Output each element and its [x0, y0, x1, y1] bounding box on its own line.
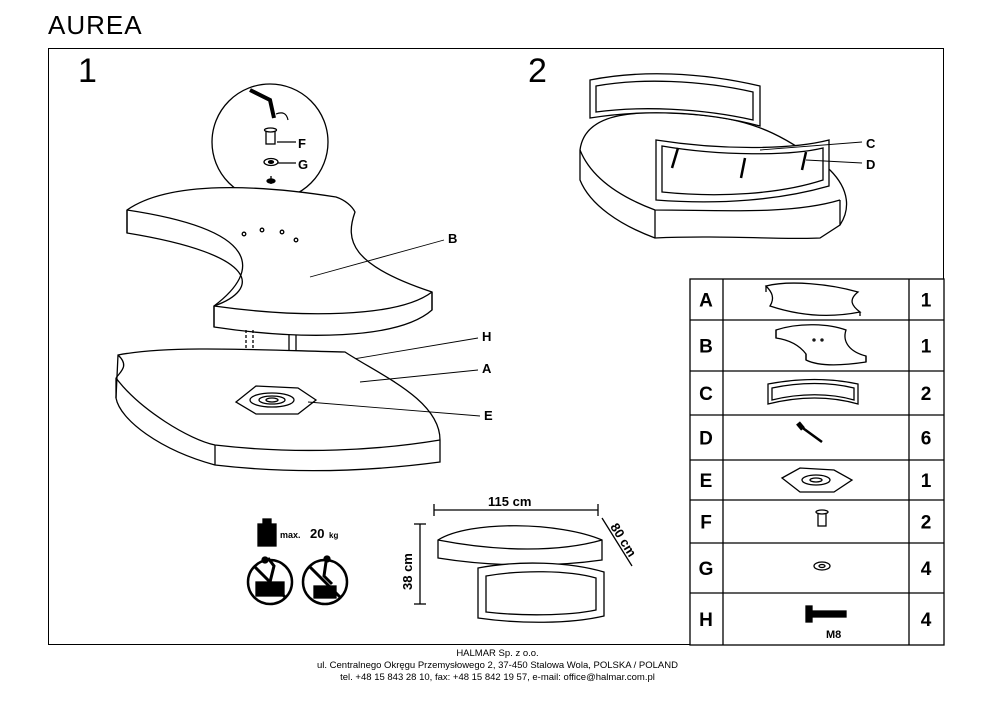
swivel-plate	[234, 385, 318, 415]
part-qty-D: 6	[921, 429, 932, 450]
load-value: 20	[310, 526, 324, 541]
swivel-plate-icon	[780, 467, 854, 493]
callout-A: A	[482, 361, 492, 376]
part-qty-C: 2	[921, 384, 932, 405]
top-panel-icon	[764, 282, 862, 317]
step-2-number: 2	[528, 52, 547, 90]
part-letter-D: D	[699, 429, 713, 450]
callout-E: E	[484, 408, 493, 423]
load-max-label: max.	[280, 530, 301, 540]
dimension-height: 38 cm	[400, 553, 415, 590]
part-qty-B: 1	[921, 337, 932, 358]
footer: HALMAR Sp. z o.o. ul. Centralnego Okręgu…	[0, 648, 995, 684]
bolt-size-label: M8	[826, 629, 841, 641]
part-letter-C: C	[699, 384, 713, 405]
bolt-icon	[805, 605, 847, 623]
callout-F: F	[298, 136, 306, 151]
washer-icon	[263, 157, 279, 167]
allen-key-icon	[249, 88, 276, 119]
part-letter-F: F	[700, 513, 712, 534]
screw-icon	[796, 421, 823, 444]
screw-icon	[266, 176, 276, 184]
panel-b	[126, 186, 433, 336]
no-sitting-icon	[301, 555, 349, 606]
sleeve-nut-icon	[263, 127, 278, 145]
step-2-assembly	[579, 73, 848, 240]
callout-B: B	[448, 231, 457, 246]
dimension-depth: 80 cm	[607, 520, 639, 559]
callout-C: C	[866, 136, 876, 151]
rotate-arrow-icon	[275, 112, 289, 121]
hardware-detail-circle	[211, 83, 329, 201]
part-letter-H: H	[699, 610, 713, 631]
callout-H: H	[482, 329, 491, 344]
footer-company: HALMAR Sp. z o.o.	[456, 648, 539, 659]
part-qty-H: 4	[921, 610, 932, 631]
weight-icon	[257, 518, 277, 547]
step-1-number: 1	[78, 52, 97, 90]
callout-G: G	[298, 157, 308, 172]
product-title: AUREA	[48, 10, 143, 40]
footer-contact: tel. +48 15 843 28 10, fax: +48 15 842 1…	[340, 672, 655, 683]
lower-panel-icon	[775, 324, 867, 366]
dimension-width: 115 cm	[488, 494, 531, 509]
part-qty-G: 4	[921, 559, 932, 580]
part-qty-E: 1	[921, 471, 932, 492]
part-letter-A: A	[699, 291, 713, 312]
washer-icon	[813, 561, 831, 571]
part-letter-G: G	[699, 559, 714, 580]
callout-D: D	[866, 157, 875, 172]
dimension-drawing	[414, 504, 633, 623]
footer-address: ul. Centralnego Okręgu Przemysłowego 2, …	[316, 660, 678, 671]
part-letter-E: E	[700, 471, 713, 492]
part-qty-A: 1	[921, 291, 932, 312]
load-unit: kg	[329, 531, 338, 540]
no-standing-icon	[246, 556, 294, 606]
sleeve-nut-icon	[815, 509, 829, 527]
part-letter-B: B	[699, 337, 713, 358]
part-qty-F: 2	[921, 513, 932, 534]
curved-frame-icon	[767, 378, 859, 405]
